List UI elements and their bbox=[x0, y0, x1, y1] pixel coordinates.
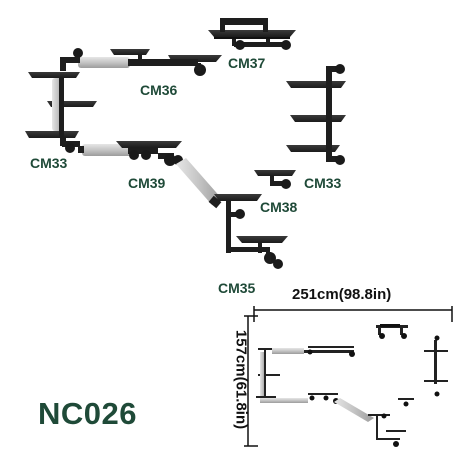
module-cm37 bbox=[208, 18, 296, 50]
label-cm36: CM36 bbox=[140, 82, 178, 98]
label-cm38: CM38 bbox=[260, 199, 298, 215]
module-cm35 bbox=[214, 194, 288, 269]
mini-layout bbox=[256, 324, 448, 447]
label-cm35: CM35 bbox=[218, 280, 256, 296]
module-cm36 bbox=[60, 48, 222, 76]
module-cm33-right bbox=[286, 64, 346, 165]
connector-tube bbox=[78, 57, 130, 68]
connector-tube bbox=[82, 144, 132, 156]
label-cm33-left: CM33 bbox=[30, 155, 68, 171]
shelf-edge bbox=[214, 37, 290, 39]
label-cm33-right: CM33 bbox=[304, 175, 342, 191]
label-cm37: CM37 bbox=[228, 55, 266, 71]
diagonal-connector bbox=[176, 158, 222, 209]
width-dimension-label: 251cm(98.8in) bbox=[292, 286, 392, 303]
module-cm39 bbox=[78, 141, 183, 166]
pipe bbox=[222, 18, 266, 25]
wall-flange bbox=[281, 40, 291, 50]
product-code: NC026 bbox=[38, 396, 137, 431]
module-cm33-left bbox=[25, 72, 97, 153]
height-dimension-label: 157cm(61.8in) bbox=[232, 329, 250, 430]
module-cm38 bbox=[254, 170, 296, 189]
shelf bbox=[208, 30, 296, 37]
dimension-diagram bbox=[244, 306, 453, 447]
label-cm39: CM39 bbox=[128, 175, 166, 191]
wall-flange bbox=[235, 40, 245, 50]
